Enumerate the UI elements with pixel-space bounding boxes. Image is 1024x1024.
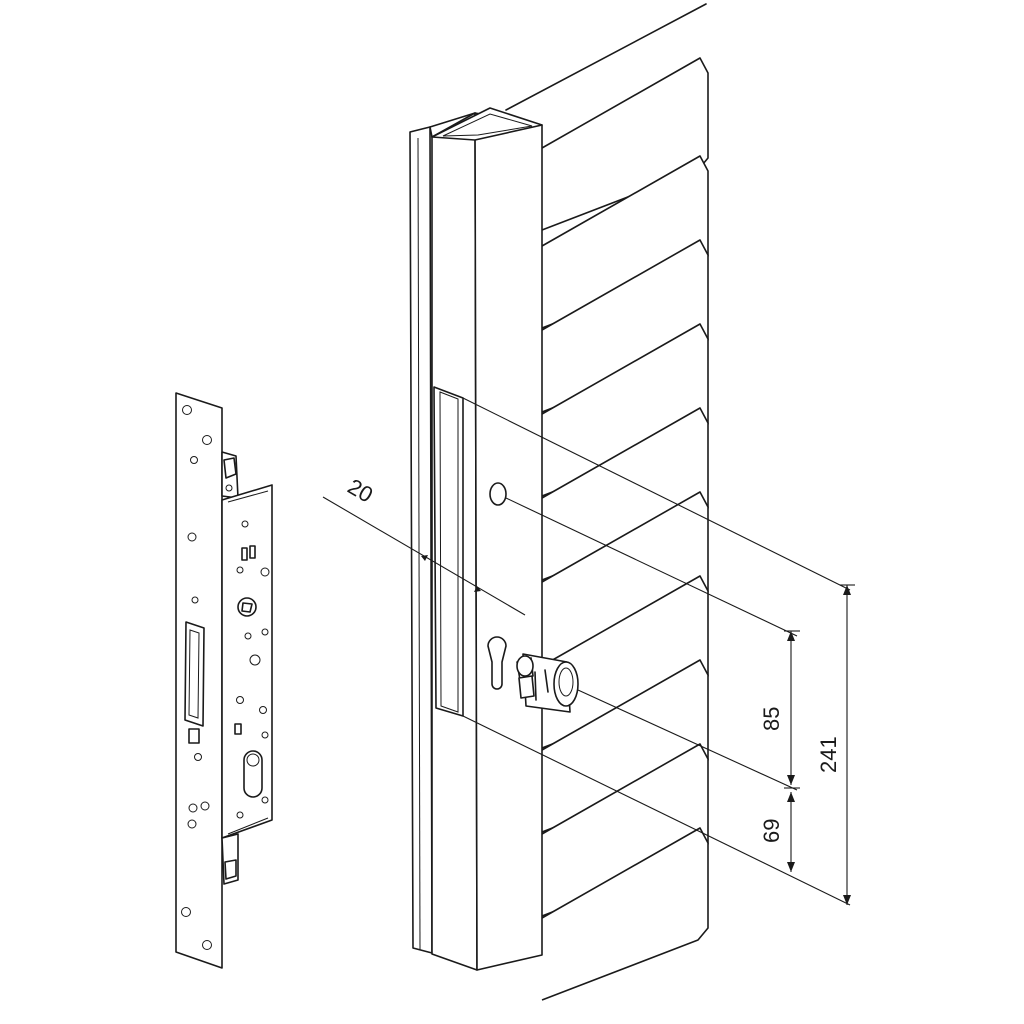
arrow-head: [787, 631, 795, 641]
arrow-head: [787, 792, 795, 802]
arrow-head: [787, 862, 795, 872]
lock-recess: [433, 386, 464, 717]
lock-case: [221, 484, 273, 839]
dimension-label-lower: 69: [759, 819, 784, 843]
handle-follower: [237, 597, 257, 617]
lock-cylinder: [516, 653, 579, 713]
profile-side-face: [474, 112, 543, 971]
faceplate-screw-holes: [181, 405, 212, 950]
dimension-label-total: 241: [816, 736, 841, 773]
lock-case-parts: [234, 520, 270, 819]
shutter-slats: [505, 3, 709, 1001]
latch-slot: [184, 621, 205, 727]
dimension-lines: [322, 397, 855, 906]
dimension-label-depth: 20: [344, 474, 378, 508]
profile-flange: [409, 126, 433, 954]
top-hook-bolt: [221, 451, 239, 499]
arrow-head: [787, 775, 795, 785]
profile-top-opening: [431, 107, 543, 141]
arrow-head: [843, 895, 851, 905]
keyhole: [487, 636, 507, 690]
cylinder-cutout: [243, 750, 263, 798]
mortise-lock: [175, 392, 273, 969]
handle-hole: [489, 482, 507, 506]
dimension-label-upper: 85: [759, 707, 784, 731]
shutter-slat-top-edge: [505, 3, 707, 111]
door-profile: [409, 107, 579, 971]
shutter-slat: [541, 827, 709, 1001]
bottom-hook-bolt: [221, 833, 239, 885]
arrow-head: [421, 555, 428, 561]
arrow-head: [474, 586, 481, 592]
arrow-head: [843, 585, 851, 595]
bolt-square: [188, 728, 200, 744]
